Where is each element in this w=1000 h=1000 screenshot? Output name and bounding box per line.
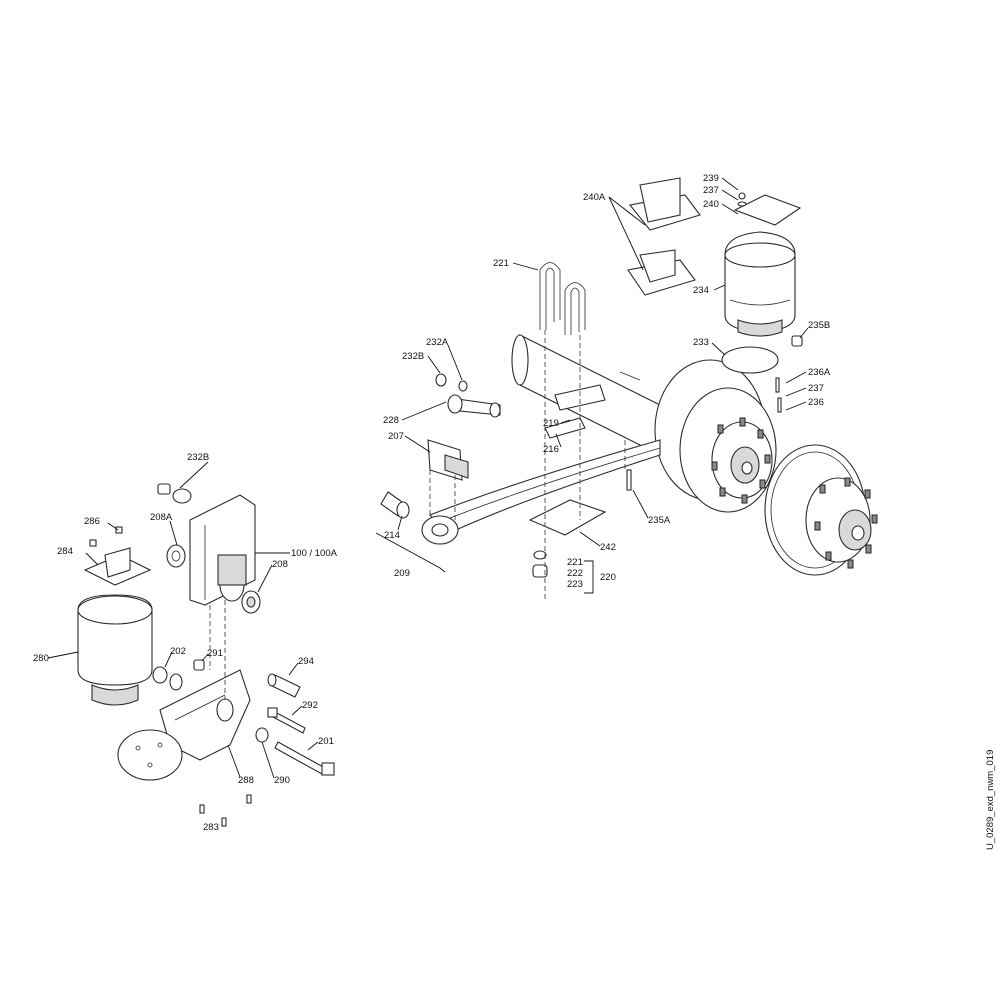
nut-291 (193, 659, 205, 671)
callout-237-top: 237 (703, 185, 719, 196)
air-spring-280 (77, 594, 153, 706)
callout-242: 242 (600, 542, 616, 553)
axle-beam (511, 334, 691, 471)
axle-seat-216 (544, 384, 606, 439)
callout-201: 201 (318, 736, 334, 747)
washer-290 (255, 727, 269, 743)
callout-292: 292 (302, 700, 318, 711)
callout-223: 223 (567, 579, 583, 590)
drawing-id-label: U_0289_exd_nwm_019 (985, 750, 996, 850)
callout-214: 214 (384, 530, 400, 541)
callout-208: 208 (272, 559, 288, 570)
callout-240: 240 (703, 199, 719, 210)
callout-284: 284 (57, 546, 73, 557)
callout-237-lower: 237 (808, 383, 824, 394)
callout-labels: 239 237 240 240A 221 234 235B 233 236A 2… (33, 173, 831, 833)
callout-286: 286 (84, 516, 100, 527)
callout-219: 219 (543, 418, 559, 429)
leader-lines (47, 177, 809, 779)
callout-232A: 232A (426, 337, 449, 348)
sleeve-294 (267, 673, 301, 698)
bolt-201 (274, 741, 335, 776)
callout-294: 294 (298, 656, 314, 667)
washer-208A (166, 544, 186, 568)
callout-208A: 208A (150, 512, 173, 523)
air-spring-234 (724, 231, 796, 337)
callout-216: 216 (543, 444, 559, 455)
callout-221-nut: 221 (567, 557, 583, 568)
callout-280: 280 (33, 653, 49, 664)
nuts-222-223 (532, 550, 548, 578)
assembly-lines-left (209, 600, 226, 700)
callout-236A: 236A (808, 367, 831, 378)
callout-234: 234 (693, 285, 709, 296)
callout-240A: 240A (583, 192, 606, 203)
studs-283 (199, 794, 252, 827)
bottom-plate-242 (528, 499, 607, 536)
trailing-arm-288 (159, 669, 251, 761)
callout-288: 288 (238, 775, 254, 786)
callout-207: 207 (388, 431, 404, 442)
u-bolts-221 (539, 262, 586, 335)
pedestal-plate-283 (117, 729, 183, 781)
callout-202: 202 (170, 646, 186, 657)
callout-100-100A: 100 / 100A (291, 548, 338, 559)
callout-232B-right: 232B (402, 351, 424, 362)
callout-283: 283 (203, 822, 219, 833)
callout-233: 233 (693, 337, 709, 348)
wheel-hub-disc (764, 444, 878, 576)
small-fasteners-right (435, 192, 803, 491)
callout-235A: 235A (648, 515, 671, 526)
assembly-lines-right (429, 330, 626, 600)
callout-209: 209 (394, 568, 410, 579)
bushing-232B-left (157, 483, 192, 504)
callout-291: 291 (207, 648, 223, 659)
callout-228: 228 (383, 415, 399, 426)
callout-239: 239 (703, 173, 719, 184)
callout-290: 290 (274, 775, 290, 786)
brake-drum-hub (654, 359, 777, 513)
callout-236: 236 (808, 397, 824, 408)
callout-222: 222 (567, 568, 583, 579)
shock-absorber-228 (447, 394, 501, 418)
top-plate-240 (733, 194, 802, 226)
hanger-bracket-100 (189, 494, 256, 606)
bushing-202 (152, 666, 183, 691)
washer-208 (241, 590, 261, 614)
mounting-plate-284 (83, 526, 152, 586)
bolt-292 (267, 707, 306, 734)
spacer-brackets-240A (627, 177, 701, 296)
callout-220: 220 (600, 572, 616, 583)
bushing-214 (380, 491, 410, 519)
leaf-spring (421, 439, 661, 545)
callout-221-ubolt: 221 (493, 258, 509, 269)
piston-plate-233 (721, 346, 779, 374)
callout-232B-left: 232B (187, 452, 209, 463)
callout-235B: 235B (808, 320, 830, 331)
bracket-207 (427, 439, 469, 481)
